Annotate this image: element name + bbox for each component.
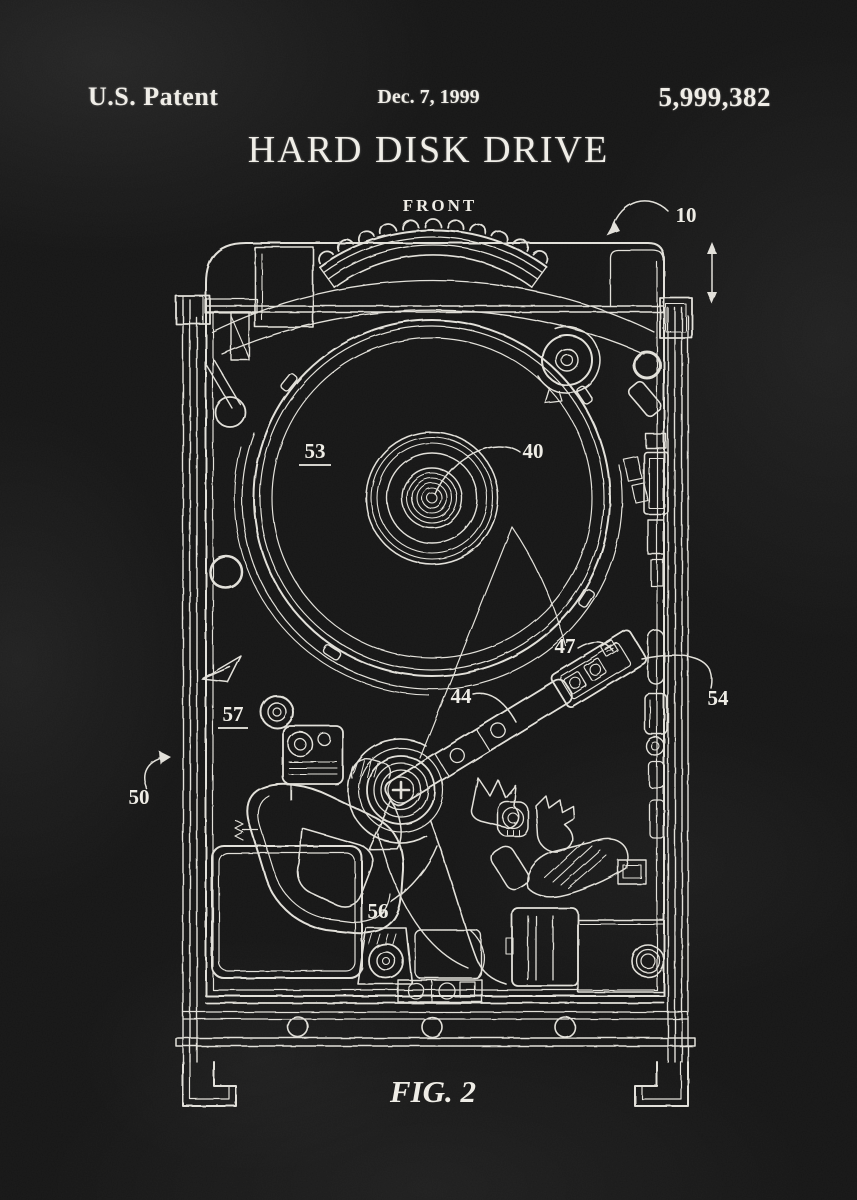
patent-figure-canvas: FRONT 10 53 40 47 44 54 57 50 56 FIG. 2 xyxy=(0,0,857,1200)
patent-poster: U.S. Patent Dec. 7, 1999 5,999,382 HARD … xyxy=(0,0,857,1200)
chalk-grain-overlay xyxy=(0,0,857,1200)
